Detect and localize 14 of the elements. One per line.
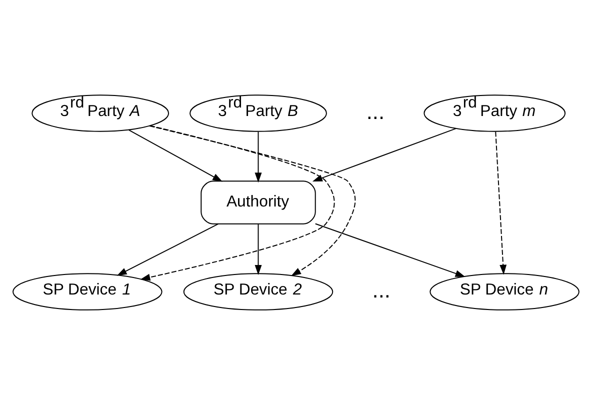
node-ellipse: SP Device 2 [183, 273, 334, 310]
arrow [116, 223, 219, 276]
arrow [128, 130, 223, 182]
arrow [314, 223, 466, 277]
arrow [254, 224, 262, 275]
arrow [254, 131, 262, 183]
node-box: Authority [200, 180, 316, 224]
label: ... [372, 277, 391, 302]
arrow [495, 131, 507, 275]
arrow [140, 125, 335, 281]
arrow [312, 128, 456, 182]
node-ellipse: SP Device n [430, 273, 580, 310]
arrow [148, 125, 356, 276]
label: ... [366, 98, 385, 124]
